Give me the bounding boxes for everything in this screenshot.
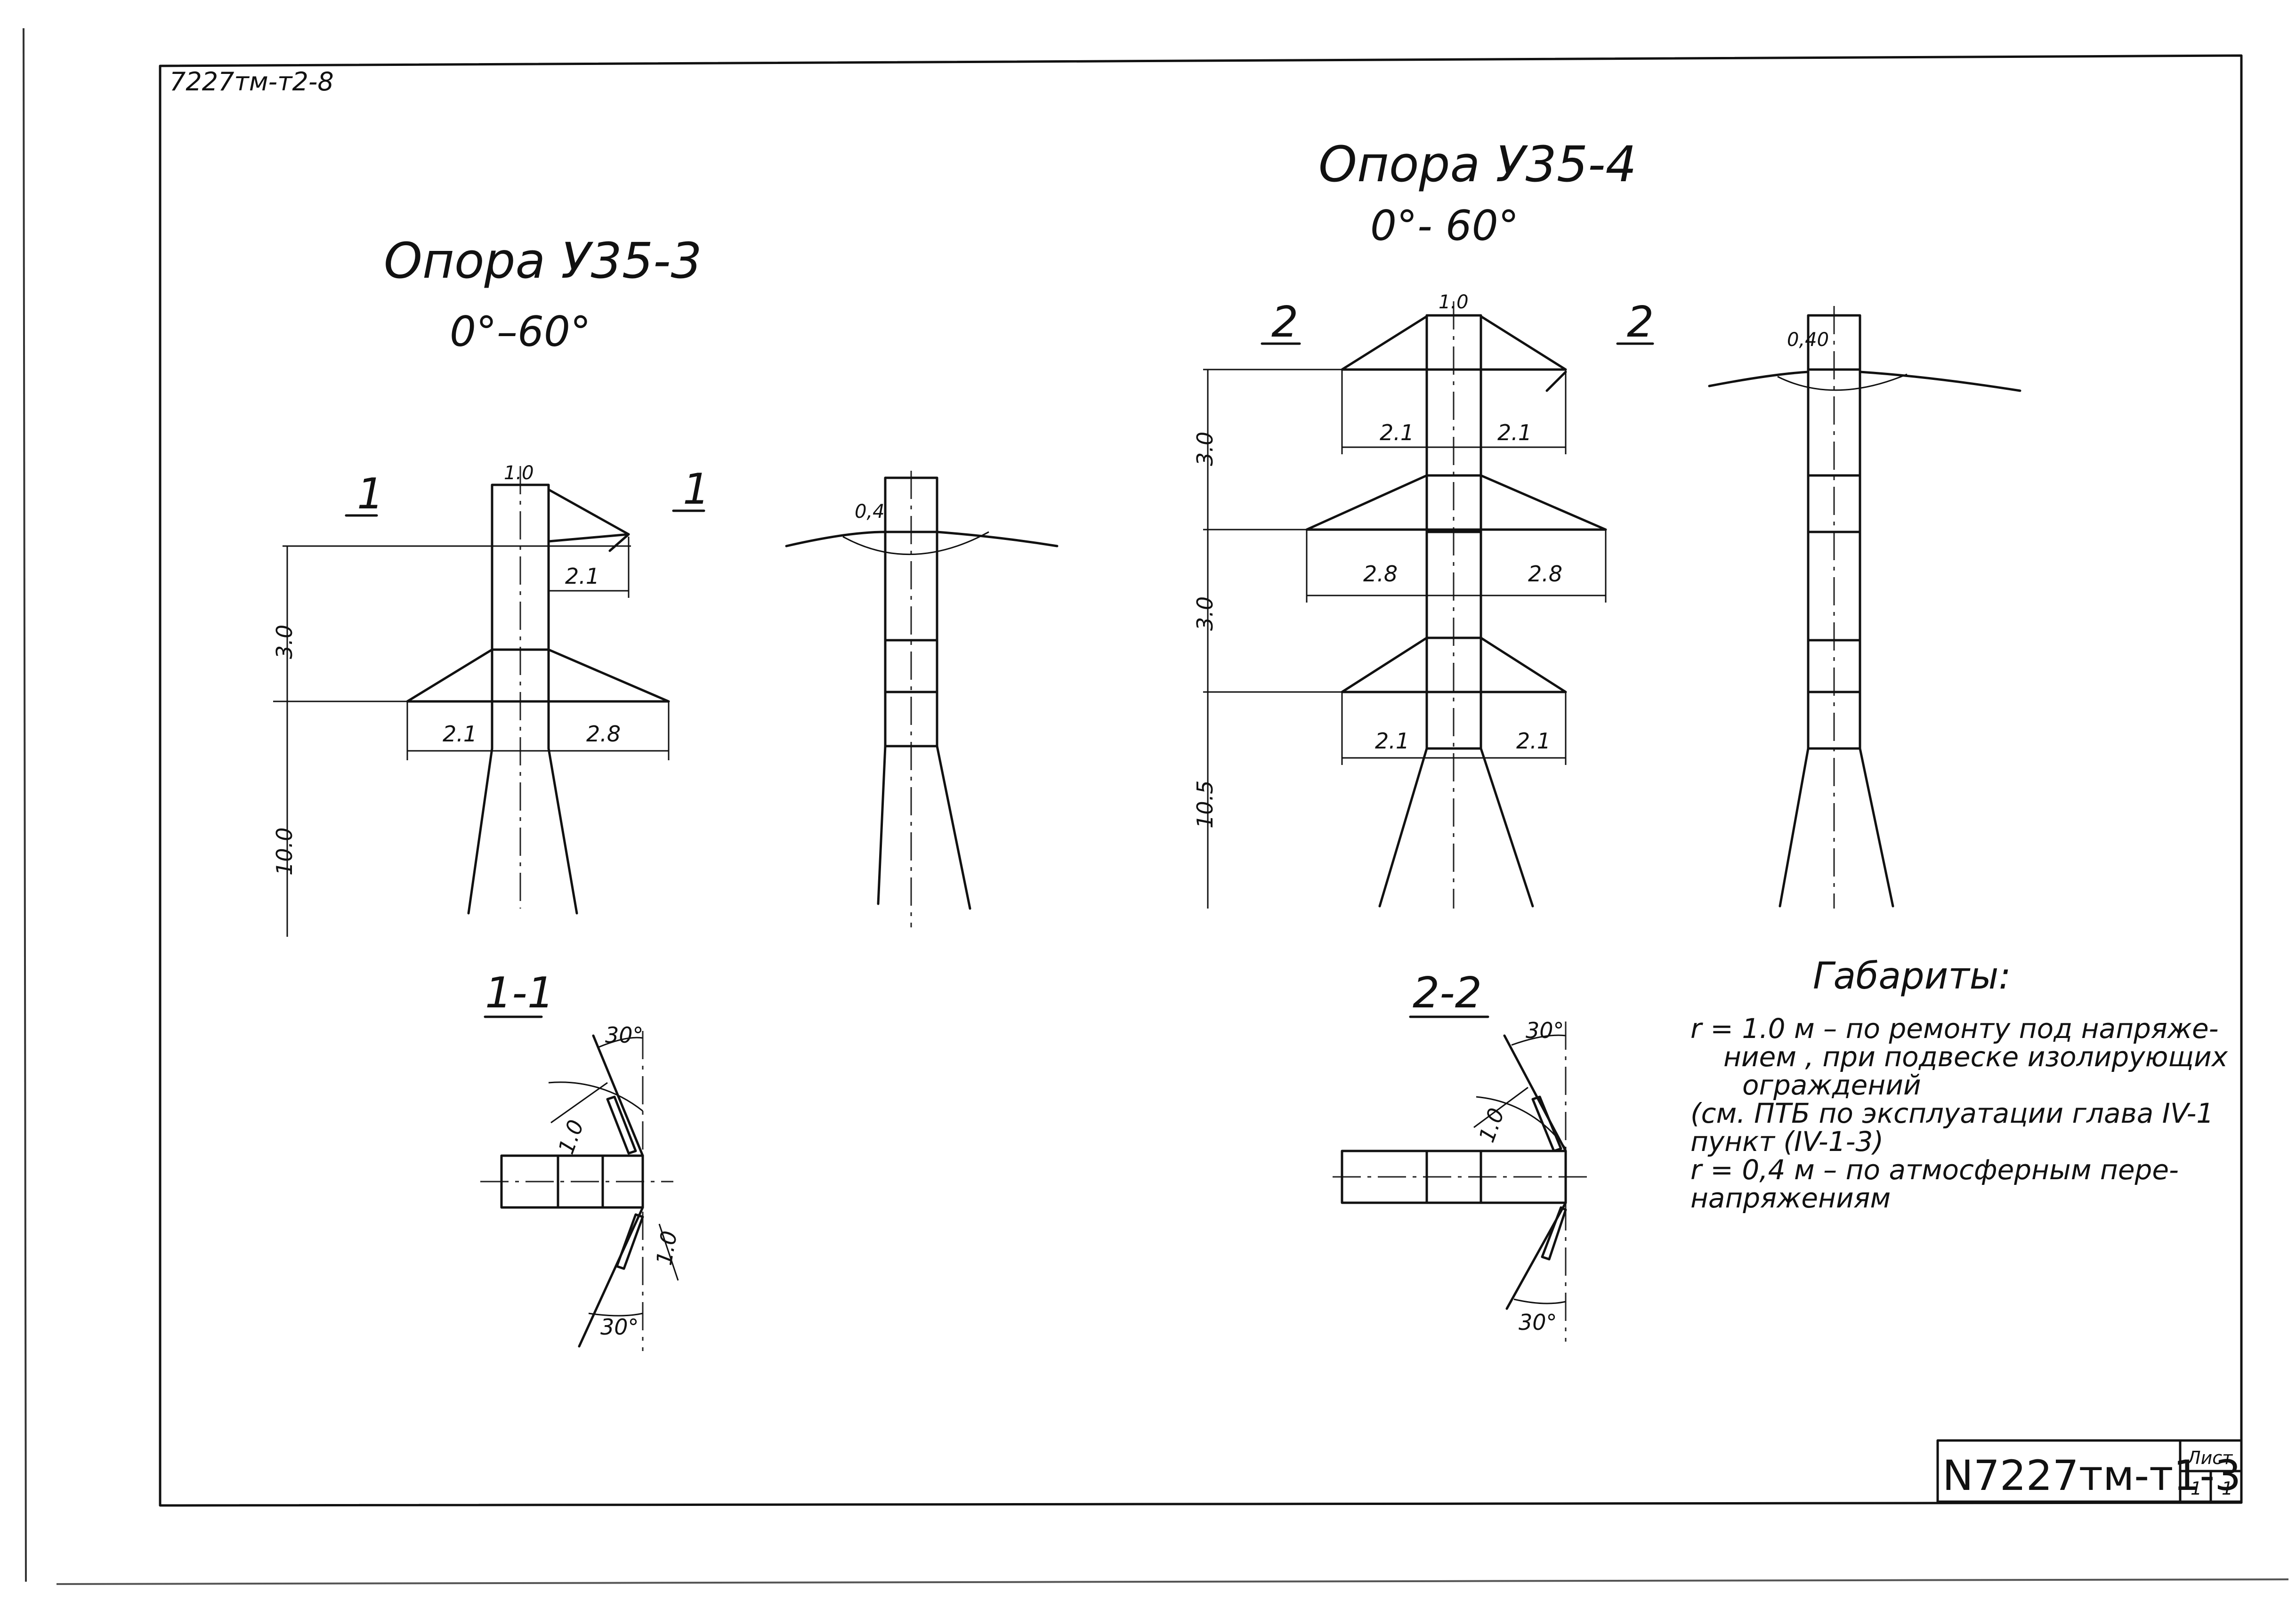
section-2-2: 2-2 1.0 30° 30° xyxy=(1333,968,1587,1342)
section-2-angle-bot-arc xyxy=(1513,1298,1566,1304)
stamp-sheets-total: 1 xyxy=(2222,1478,2233,1499)
support-u35-4-side: 0,40 xyxy=(1708,306,2021,909)
notes-line-2: нием , при подвеске изолирующих xyxy=(1723,1041,2228,1073)
support-right-title: Опора У35-4 xyxy=(1318,136,1637,193)
notes-line-4: (см. ПТБ по эксплуатации глава IV-1 xyxy=(1690,1097,2214,1129)
right-dim-vertical-3: 10.5 xyxy=(1192,780,1218,829)
left-dim-vertical-upper: 3.0 xyxy=(272,625,297,659)
notes-line-1: r = 1.0 м – по ремонту под напряже- xyxy=(1690,1013,2219,1045)
left-dim-arm-upper: 2.1 xyxy=(565,563,599,589)
support-left-angle: 0°–60° xyxy=(450,307,591,356)
left-leg-l xyxy=(467,747,493,915)
left-leg-r xyxy=(547,747,578,915)
section-1-offset: 1.0 xyxy=(651,1229,682,1267)
support-u35-3: Опора У35-3 0°–60° 1.0 2.1 2.1 2.8 3.0 1… xyxy=(272,232,710,937)
left-lower-arm xyxy=(406,648,670,703)
section-2-angle-top-arc xyxy=(1511,1034,1566,1046)
right-side-dim: 0,40 xyxy=(1787,329,1829,351)
section-2-arm xyxy=(1341,1150,1567,1204)
right-dim-vertical-1: 3.0 xyxy=(1192,432,1218,466)
support-u35-4: Опора У35-4 0°- 60° 1.0 2.1 2.1 2.8 2.8 … xyxy=(1192,136,1654,909)
right-top-width: 1.0 xyxy=(1439,291,1469,313)
right-side-clearance xyxy=(1777,373,1908,391)
section-1-insul-top xyxy=(606,1095,637,1155)
section-1-angle-bot: 30° xyxy=(600,1314,639,1340)
left-side-clearance xyxy=(842,531,989,555)
notes-line-6: r = 0,4 м – по атмосферным пере- xyxy=(1690,1154,2179,1186)
right-leg-r xyxy=(1479,747,1534,908)
clearance-notes: Габариты: r = 1.0 м – по ремонту под нап… xyxy=(1690,955,2228,1214)
section-1-arm xyxy=(500,1154,644,1209)
sheet-left-edge xyxy=(23,28,27,1582)
left-dim-vertical-lower: 10.0 xyxy=(272,828,297,876)
section-2-insul-top xyxy=(1531,1095,1562,1152)
left-top-width: 1.0 xyxy=(504,462,534,484)
right-side-leg-r xyxy=(1859,747,1894,908)
section-2-insul-bot xyxy=(1541,1206,1567,1261)
right-section-mark-a: 2 xyxy=(1271,298,1298,347)
left-dim-arm-left: 2.1 xyxy=(443,721,477,747)
right-dim-vertical-2: 3.0 xyxy=(1192,596,1218,631)
left-dim-arm-right: 2.8 xyxy=(586,721,621,747)
left-section-mark-a: 1 xyxy=(357,469,384,519)
left-side-wire xyxy=(785,531,1059,547)
left-top-shaft xyxy=(491,483,550,651)
right-dim-low-left: 2.1 xyxy=(1375,728,1409,754)
stamp-sheet-label: Лист xyxy=(2186,1448,2233,1468)
corner-code: 7227тм-т2-8 xyxy=(170,67,334,97)
right-dim-low-right: 2.1 xyxy=(1516,728,1551,754)
right-mid-arm xyxy=(1305,474,1607,531)
section-2-radius-line xyxy=(1473,1086,1528,1128)
section-1-1: 1-1 1.0 30° 30° 1.0 xyxy=(480,968,682,1351)
right-dim-top-left: 2.1 xyxy=(1380,420,1414,445)
right-leg-l xyxy=(1378,747,1428,908)
section-1-angle-bot-arc xyxy=(588,1312,643,1317)
section-2-radius: 1.0 xyxy=(1474,1105,1510,1146)
section-2-angle-bot: 30° xyxy=(1519,1310,1557,1335)
section-2-radius-arc xyxy=(1476,1096,1567,1149)
right-section-mark-b: 2 xyxy=(1627,298,1654,347)
section-1-radius: 1.0 xyxy=(553,1117,589,1158)
support-u35-3-side: 0,4 xyxy=(785,471,1059,927)
right-side-leg-l xyxy=(1779,747,1810,908)
right-dim-top-right: 2.1 xyxy=(1497,420,1532,445)
left-upper-insulator xyxy=(608,533,630,552)
left-side-leg-l xyxy=(877,745,887,905)
notes-line-5: пункт (IV-1-3) xyxy=(1690,1126,1884,1158)
left-side-dim: 0,4 xyxy=(855,501,885,523)
section-2-angle-top: 30° xyxy=(1526,1018,1564,1043)
right-top-insulator xyxy=(1545,370,1567,392)
right-dim-mid-right: 2.8 xyxy=(1528,561,1562,587)
section-1-radius-line xyxy=(550,1082,608,1124)
left-side-shaft xyxy=(884,476,938,748)
right-low-arm xyxy=(1341,636,1567,693)
section-2-wire-top xyxy=(1503,1034,1567,1152)
section-1-offset-dim xyxy=(658,1223,679,1281)
support-right-angle: 0°- 60° xyxy=(1370,201,1519,250)
title-stamp: N7227тм-т1-3 Лист 1 1 xyxy=(1936,1439,2243,1503)
notes-line-7: напряжениям xyxy=(1690,1182,1891,1214)
notes-heading: Габариты: xyxy=(1813,955,2011,998)
left-upper-arm xyxy=(547,488,630,543)
left-section-mark-b: 1 xyxy=(683,465,710,514)
section-1-angle-top: 30° xyxy=(605,1022,644,1048)
section-1-wire-bot xyxy=(578,1206,644,1348)
section-1-label: 1-1 xyxy=(485,968,554,1018)
left-side-leg-r xyxy=(936,745,971,910)
right-top-arm xyxy=(1341,315,1567,371)
section-1-radius-arc xyxy=(548,1081,643,1112)
stamp-number: N7227тм-т1-3 xyxy=(1942,1451,2241,1500)
section-1-angle-top-arc xyxy=(598,1037,643,1048)
right-side-wire xyxy=(1708,370,2021,392)
notes-line-3: ограждений xyxy=(1742,1069,1921,1101)
section-1-insul-bot xyxy=(615,1213,644,1270)
stamp-sheet-no: 1 xyxy=(2191,1478,2202,1499)
sheet-bottom-edge xyxy=(56,1578,2289,1585)
right-dim-mid-left: 2.8 xyxy=(1363,561,1398,587)
support-left-title: Опора У35-3 xyxy=(384,232,702,290)
section-2-label: 2-2 xyxy=(1413,968,1482,1018)
